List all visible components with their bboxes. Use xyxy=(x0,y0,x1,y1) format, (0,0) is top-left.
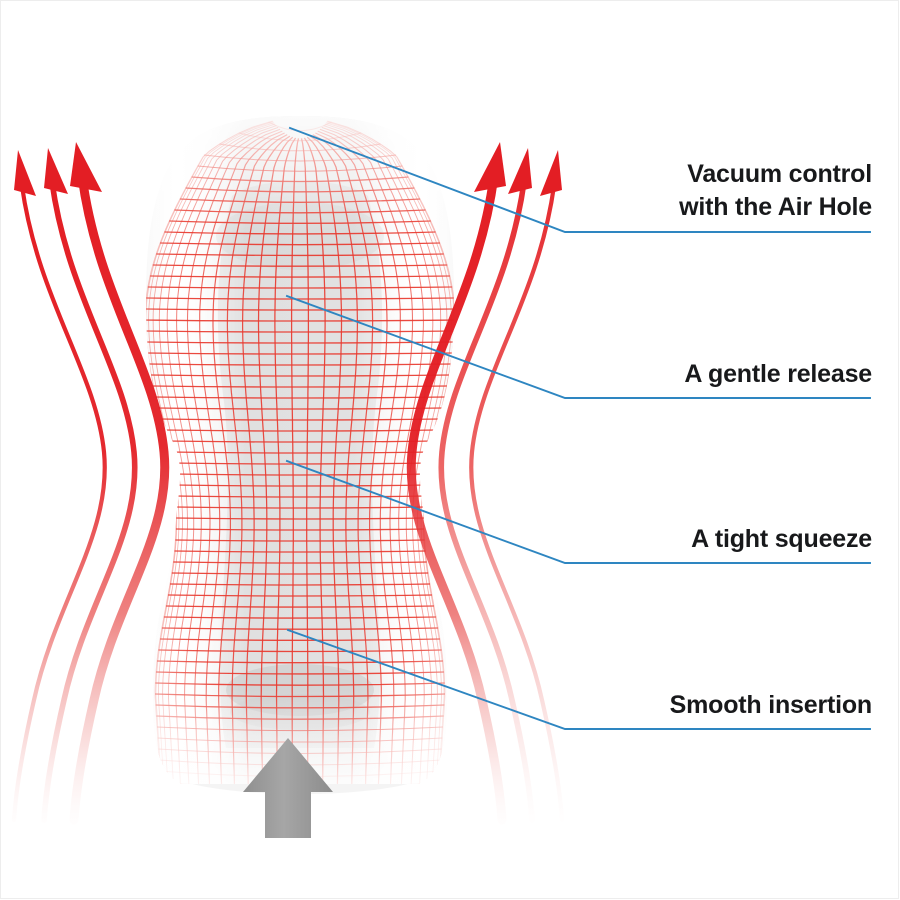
leader-line-tight-squeeze xyxy=(285,459,871,564)
airflow-stream-left-outer xyxy=(11,183,107,823)
leader-line-smooth-insertion xyxy=(286,628,871,730)
airflow-arrowhead-right-mid xyxy=(508,148,532,194)
callout-label-gentle-release[interactable]: A gentle release xyxy=(684,360,872,388)
airflow-stream-right-outer xyxy=(469,183,565,823)
callout-label-vacuum-control[interactable]: Vacuum control with the Air Hole xyxy=(679,160,872,221)
callout-label-smooth-insertion[interactable]: Smooth insertion xyxy=(669,691,873,719)
airflow-arrowhead-left-mid xyxy=(44,148,68,194)
airflow-arrowhead-left-outer xyxy=(14,150,36,196)
air-hole-push-arrow xyxy=(243,738,333,838)
leader-line-vacuum-control xyxy=(288,126,871,233)
airflow-arrowhead-right-inner xyxy=(474,142,506,192)
airflow-right-group xyxy=(406,142,565,825)
callout-label-tight-squeeze[interactable]: A tight squeeze xyxy=(691,525,872,553)
product-mesh-body xyxy=(146,116,454,784)
leader-line-gentle-release xyxy=(285,294,871,399)
airflow-stream-left-inner xyxy=(69,171,170,825)
airflow-arrowhead-left-inner xyxy=(70,142,102,192)
airflow-left-group xyxy=(11,142,170,825)
airflow-stream-left-mid xyxy=(41,179,138,823)
airflow-stream-right-inner xyxy=(406,171,507,825)
airflow-arrowhead-right-outer xyxy=(540,150,562,196)
airflow-stream-right-mid xyxy=(438,179,535,823)
